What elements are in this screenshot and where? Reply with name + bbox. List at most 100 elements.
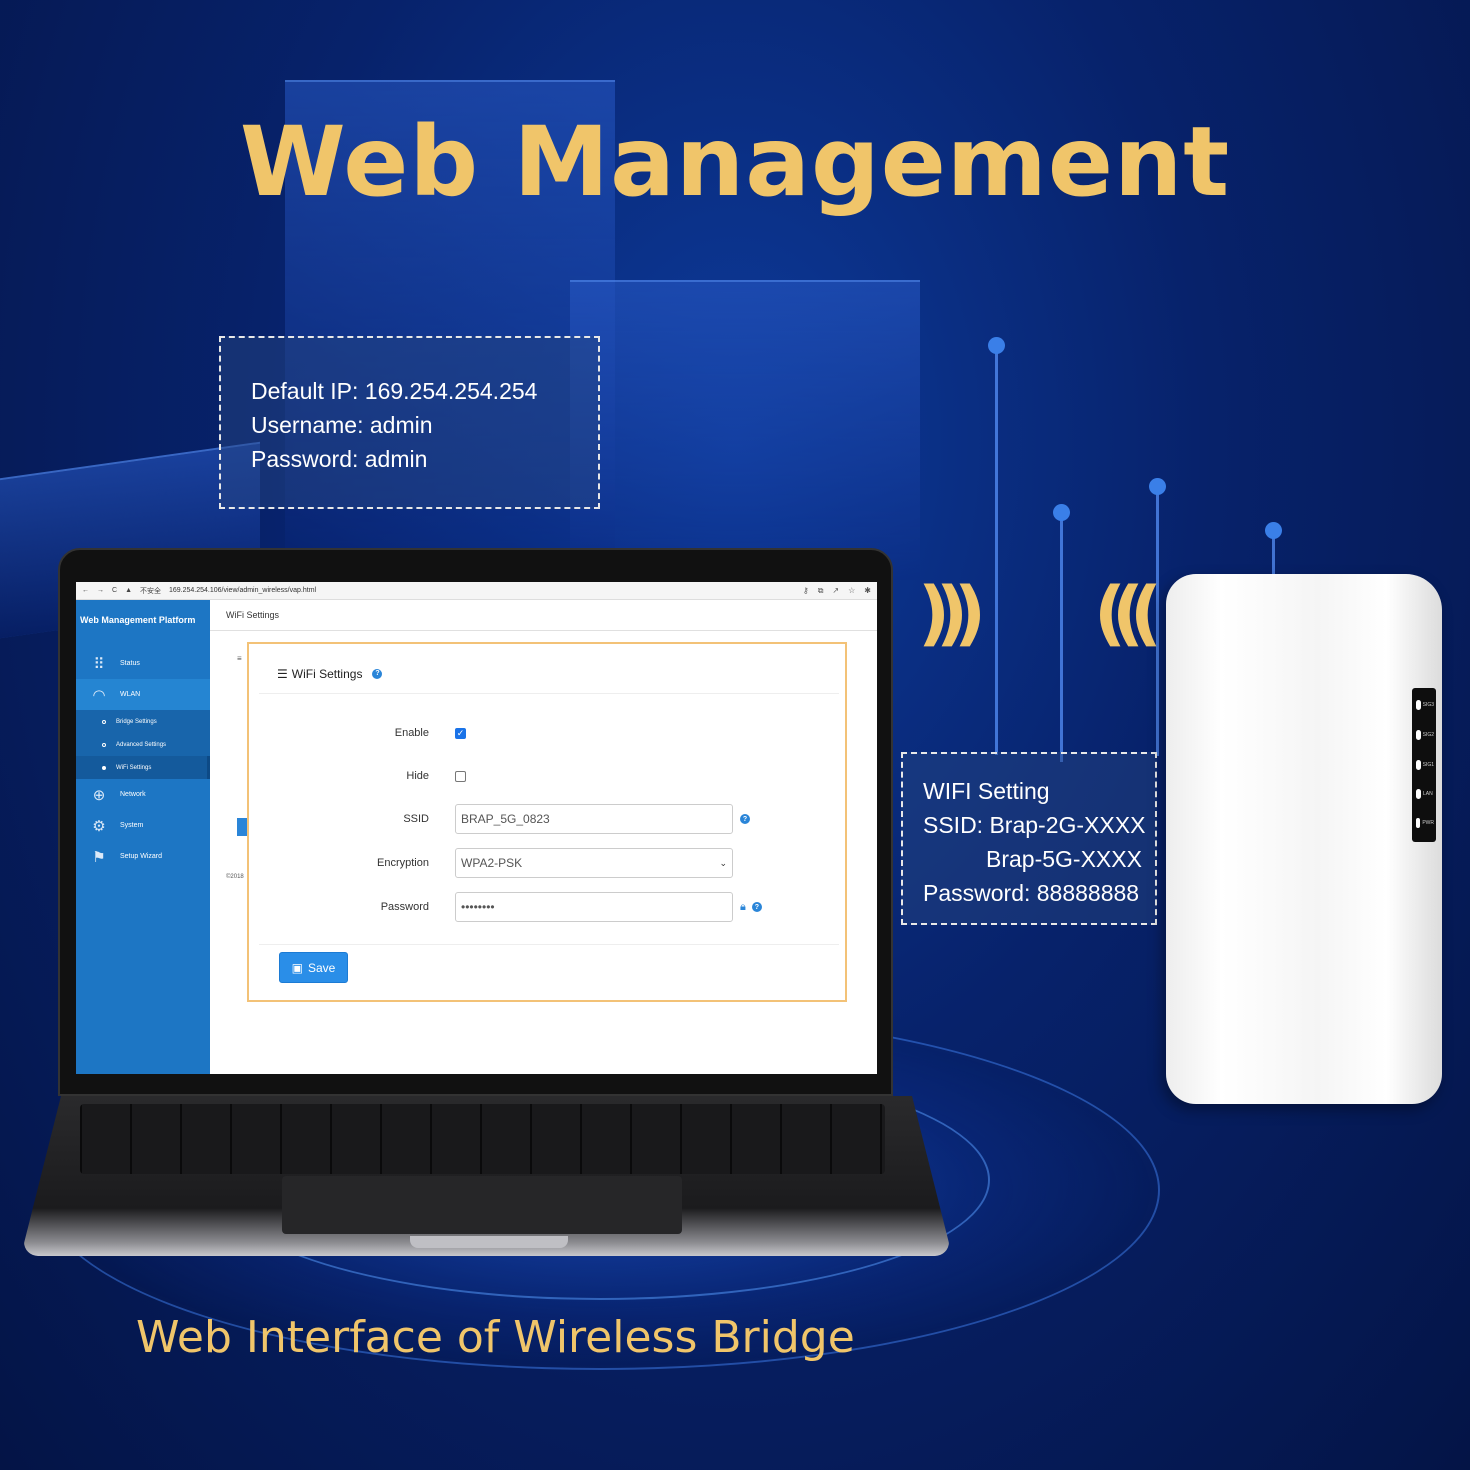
led-indicator: SIG1 [1416, 758, 1434, 772]
sidebar-subitem-advanced-settings[interactable]: Advanced Settings [76, 733, 210, 756]
wireless-wave-icon: ))) [918, 572, 986, 654]
back-icon[interactable]: ← [82, 587, 89, 594]
sidebar: Web Management Platform ⠿ Status ◠ WLAN … [76, 600, 210, 1074]
chevron-down-icon: ⌄ [719, 857, 727, 868]
led-indicator: PWR [1416, 816, 1434, 830]
enable-label: Enable [394, 727, 429, 739]
divider [259, 944, 839, 945]
password-text: Password: admin [251, 446, 428, 472]
page-subline: Web Interface of Wireless Bridge [136, 1312, 855, 1363]
share-icon[interactable]: ↗ [832, 585, 840, 595]
led-indicator: SIG2 [1416, 728, 1434, 742]
password-input[interactable]: •••••••• [455, 892, 733, 922]
sidebar-item-wlan[interactable]: ◠ WLAN [76, 679, 210, 710]
wireless-bridge-device [1166, 574, 1442, 1104]
sidebar-item-label: Setup Wizard [120, 853, 163, 860]
sidebar-item-setup-wizard[interactable]: ⚑ Setup Wizard [76, 841, 210, 872]
collapse-tab[interactable] [237, 818, 247, 836]
sidebar-item-label: System [120, 822, 144, 829]
security-label: 不安全 [140, 587, 161, 595]
led-indicator: LAN [1416, 787, 1434, 801]
hide-row: Hide [259, 761, 839, 791]
extension-icon[interactable]: ✱ [864, 585, 871, 595]
hide-label: Hide [406, 770, 429, 782]
wireless-wave-icon: ((( [1094, 572, 1162, 654]
sidebar-item-label: WLAN [120, 691, 141, 698]
sidebar-subitem-label: WiFi Settings [116, 764, 152, 771]
floppy-icon: ▣ [291, 960, 303, 975]
wifi-password-text: Password: 88888888 [923, 880, 1140, 906]
page-headline: Web Management [239, 106, 1231, 218]
wifi-icon: ◠ [92, 686, 106, 704]
ssid-row: SSID BRAP_5G_0823 ? [259, 804, 839, 834]
reload-icon[interactable]: C [112, 587, 118, 594]
sidebar-item-label: Status [120, 660, 140, 667]
breadcrumb: WiFi Settings [226, 610, 280, 620]
save-button[interactable]: ▣ Save [279, 952, 348, 983]
forward-icon[interactable]: → [97, 587, 104, 594]
grid-icon: ⠿ [93, 655, 105, 673]
laptop-trackpad [282, 1176, 682, 1234]
panel-title: WiFi Settings [291, 666, 363, 681]
laptop-notch [410, 1236, 568, 1248]
enable-row: Enable ✓ [259, 718, 839, 748]
main-content: WiFi Settings ≡ ©2018 ☰ WiFi Settings ? … [210, 600, 877, 1074]
username-text: Username: admin [251, 412, 433, 438]
ssid-label: SSID [403, 813, 429, 825]
background-building [285, 80, 615, 550]
bullet-icon [102, 742, 106, 747]
sidebar-item-network[interactable]: ⊕ Network [76, 779, 210, 810]
sidebar-item-label: Network [120, 791, 146, 798]
help-icon[interactable]: ? [740, 814, 750, 824]
hide-checkbox[interactable] [455, 770, 466, 782]
wifi-info-box: WIFI Setting SSID: Brap-2G-XXXX Brap-5G-… [901, 752, 1157, 925]
login-info-box: Default IP: 169.254.254.254 Username: ad… [219, 336, 600, 509]
globe-icon: ⊕ [92, 786, 106, 804]
ssid-input[interactable]: BRAP_5G_0823 [455, 804, 733, 834]
menu-icon[interactable]: ≡ [237, 654, 242, 663]
lock-icon[interactable]: 🔒︎ [740, 900, 746, 913]
divider [210, 630, 877, 631]
sidebar-title: Web Management Platform [80, 615, 196, 625]
panel-header: ☰ WiFi Settings ? [259, 654, 839, 694]
laptop-keyboard [80, 1104, 885, 1174]
warning-icon: ▲ [125, 587, 132, 594]
sidebar-subitem-bridge-settings[interactable]: Bridge Settings [76, 710, 210, 733]
help-icon[interactable]: ? [372, 668, 383, 679]
encryption-select[interactable]: WPA2-PSK ⌄ [455, 848, 733, 878]
background-pin [1053, 504, 1070, 762]
sidebar-item-system[interactable]: ⚙ System [76, 810, 210, 841]
save-label: Save [307, 960, 336, 975]
background-pin [988, 337, 1005, 755]
bullet-icon [102, 719, 106, 724]
sidebar-subitem-wifi-settings[interactable]: WiFi Settings [76, 756, 210, 779]
background-pin [1149, 478, 1166, 756]
background-building [570, 280, 920, 580]
url-text[interactable]: 169.254.254.106/view/admin_wireless/vap.… [169, 587, 317, 594]
translate-icon[interactable]: ⧉ [817, 585, 824, 595]
browser-address-bar[interactable]: ← → C ▲ 不安全 169.254.254.106/view/admin_w… [76, 582, 877, 600]
password-label: Password [380, 901, 429, 913]
encryption-value: WPA2-PSK [461, 856, 523, 870]
wifi-settings-panel: ☰ WiFi Settings ? Enable ✓ Hide SSID BRA… [247, 642, 847, 1002]
list-icon: ☰ [277, 666, 288, 681]
password-row: Password •••••••• 🔒︎ ? [259, 892, 839, 922]
background-pin [1265, 522, 1282, 590]
encryption-row: Encryption WPA2-PSK ⌄ [259, 848, 839, 878]
sidebar-subitem-label: Bridge Settings [116, 718, 157, 725]
default-ip-text: Default IP: 169.254.254.254 [251, 378, 538, 404]
signpost-icon: ⚑ [92, 848, 106, 866]
help-icon[interactable]: ? [751, 902, 762, 912]
star-icon[interactable]: ☆ [848, 585, 856, 595]
sidebar-item-status[interactable]: ⠿ Status [76, 648, 210, 679]
copyright-text: ©2018 [226, 874, 244, 880]
encryption-label: Encryption [377, 857, 429, 869]
gear-icon: ⚙ [92, 817, 106, 835]
enable-checkbox[interactable]: ✓ [455, 727, 466, 739]
ssid-2g-text: SSID: Brap-2G-XXXX [923, 812, 1146, 838]
laptop-screen: ← → C ▲ 不安全 169.254.254.106/view/admin_w… [76, 582, 877, 1074]
ssid-5g-text: Brap-5G-XXXX [986, 846, 1142, 872]
bullet-icon [102, 765, 106, 770]
wifi-setting-title: WIFI Setting [923, 778, 1050, 804]
key-icon[interactable]: ⚷ [802, 585, 809, 595]
